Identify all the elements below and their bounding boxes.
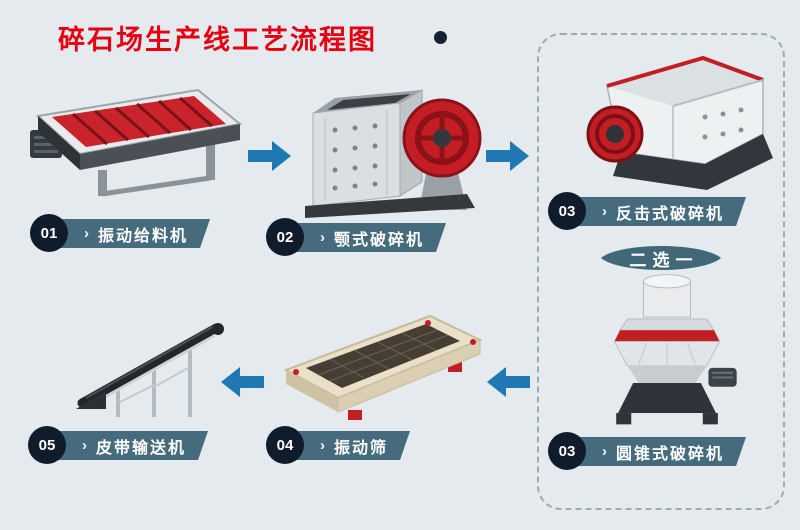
step-label: 振动筛	[334, 439, 389, 457]
left-arrow-icon	[220, 366, 264, 398]
step-label-ribbon: › 皮带输送机	[50, 431, 208, 460]
step-number-circle: 02	[266, 218, 304, 256]
chevron-icon: ›	[320, 229, 325, 246]
vibrating-screen-illustration	[278, 300, 488, 425]
jaw-crusher-illustration	[295, 68, 485, 218]
right-arrow-icon	[248, 140, 292, 172]
left-arrow-icon	[486, 366, 530, 398]
page-title: 碎石场生产线工艺流程图	[58, 25, 377, 55]
step-label-ribbon: › 圆锥式破碎机	[570, 437, 746, 466]
title-dot-icon	[434, 31, 447, 44]
step-number-circle: 01	[30, 214, 68, 252]
step-label-ribbon: › 反击式破碎机	[570, 197, 746, 226]
chevron-icon: ›	[320, 437, 325, 454]
chevron-icon: ›	[602, 443, 607, 460]
step-label: 皮带输送机	[96, 439, 187, 457]
step-label: 振动给料机	[98, 227, 189, 245]
chevron-icon: ›	[82, 437, 87, 454]
chevron-icon: ›	[602, 203, 607, 220]
vibrating-feeder-illustration	[28, 80, 248, 215]
step-label: 颚式破碎机	[334, 231, 425, 249]
alternative-crushers-group-box	[537, 33, 785, 510]
choice-label: 二选一	[629, 250, 699, 270]
step-number-circle: 03	[548, 432, 586, 470]
choice-one-of-two-badge: 二选一	[598, 238, 724, 278]
step-number-circle: 05	[28, 426, 66, 464]
step-label-ribbon: › 振动给料机	[52, 219, 210, 248]
chevron-icon: ›	[84, 225, 89, 242]
cone-crusher-illustration	[585, 270, 750, 430]
belt-conveyor-illustration	[72, 305, 232, 425]
step-label: 圆锥式破碎机	[616, 445, 725, 463]
step-label: 反击式破碎机	[616, 205, 725, 223]
step-label-ribbon: › 颚式破碎机	[288, 223, 446, 252]
impact-crusher-illustration	[555, 42, 780, 197]
right-arrow-icon	[486, 140, 530, 172]
step-number-circle: 04	[266, 426, 304, 464]
step-number-circle: 03	[548, 192, 586, 230]
step-label-ribbon: › 振动筛	[288, 431, 410, 460]
